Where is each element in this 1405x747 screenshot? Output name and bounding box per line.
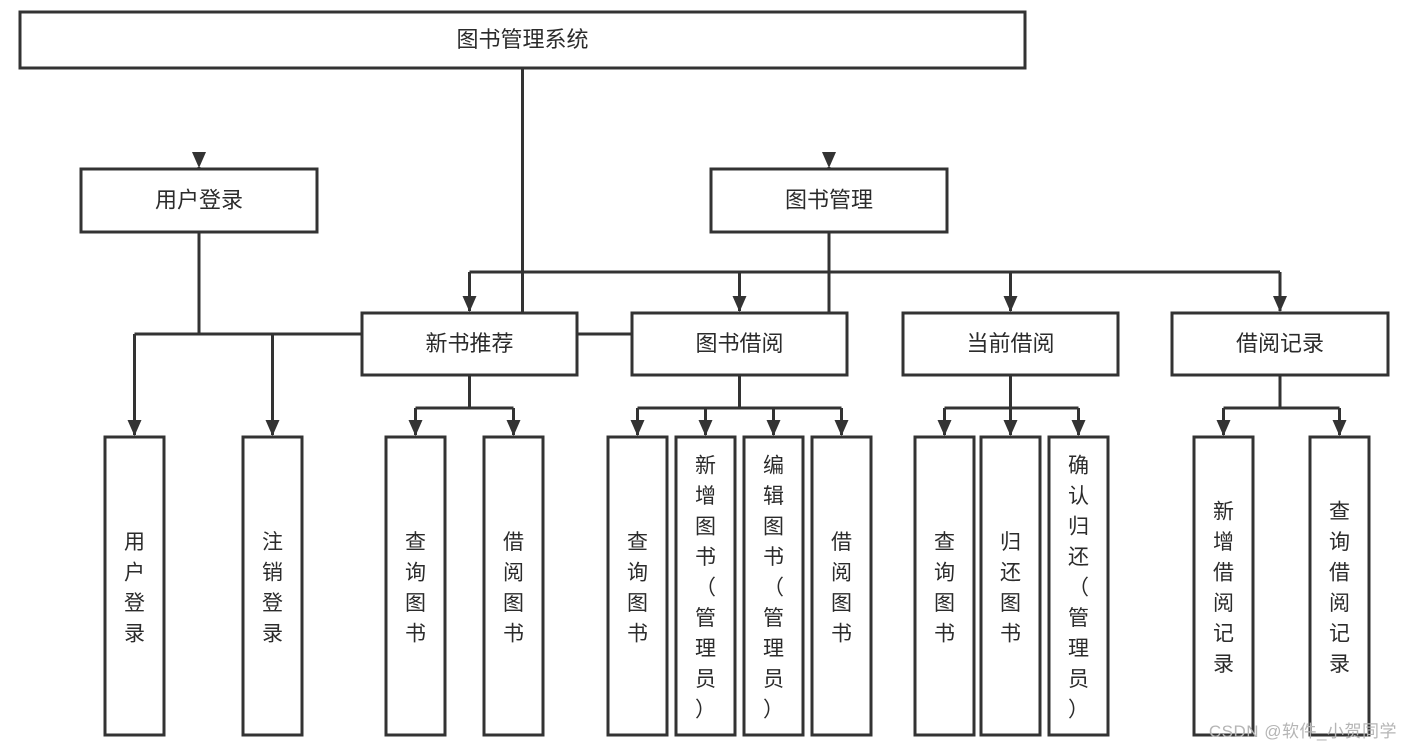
node-label: 新增图书（管理员） xyxy=(695,455,716,722)
node-new-book-recommend[interactable]: 新书推荐 xyxy=(360,311,579,377)
arrow-head-icon xyxy=(1003,420,1018,436)
node-label: 新书推荐 xyxy=(425,331,513,356)
node-borrow-query-book[interactable]: 查询图书 xyxy=(606,435,669,737)
node-box xyxy=(103,435,166,737)
node-box xyxy=(384,435,447,737)
node-box xyxy=(742,435,805,737)
node-label: 图书借阅 xyxy=(695,331,783,356)
node-borrow-record[interactable]: 借阅记录 xyxy=(1170,311,1390,377)
node-user-login-leaf[interactable]: 用户登录 xyxy=(103,435,166,737)
arrow-head-icon xyxy=(506,420,521,436)
node-label: 用户登录 xyxy=(124,531,145,646)
arrow-head-icon xyxy=(1332,420,1347,436)
node-recommend-query-book[interactable]: 查询图书 xyxy=(384,435,447,737)
node-label: 新增借阅记录 xyxy=(1213,500,1234,676)
node-current-return-book[interactable]: 归还图书 xyxy=(979,435,1042,737)
node-box xyxy=(630,311,849,377)
node-current-confirm-return[interactable]: 确认归还（管理员） xyxy=(1047,435,1110,737)
node-box xyxy=(1308,435,1371,737)
arrow-head-icon xyxy=(822,152,836,168)
node-borrow-edit-book[interactable]: 编辑图书（管理员） xyxy=(742,435,805,737)
node-label: 查询图书 xyxy=(405,531,426,646)
node-record-add[interactable]: 新增借阅记录 xyxy=(1192,435,1255,737)
node-box xyxy=(901,311,1120,377)
node-current-query-book[interactable]: 查询图书 xyxy=(913,435,976,737)
arrow-head-icon xyxy=(127,420,142,436)
arrow-head-icon xyxy=(1273,296,1287,312)
node-box xyxy=(979,435,1042,737)
arrow-head-icon xyxy=(1216,420,1231,436)
arrow-head-icon xyxy=(732,296,747,312)
arrow-head-icon xyxy=(834,420,849,436)
node-user-logout-leaf[interactable]: 注销登录 xyxy=(241,435,304,737)
node-label: 当前借阅 xyxy=(966,331,1054,356)
arrow-head-icon xyxy=(630,420,645,436)
connector-layer xyxy=(127,68,1347,436)
node-label: 查询图书 xyxy=(934,531,955,646)
node-user-login[interactable]: 用户登录 xyxy=(79,167,319,234)
node-box xyxy=(1047,435,1110,737)
node-label: 编辑图书（管理员） xyxy=(763,455,784,722)
node-label: 查询图书 xyxy=(627,531,648,646)
node-root[interactable]: 图书管理系统 xyxy=(18,10,1027,70)
node-label: 借阅图书 xyxy=(831,531,852,646)
node-box xyxy=(18,10,1027,70)
arrow-head-icon xyxy=(192,152,206,168)
node-box xyxy=(1170,311,1390,377)
arrow-head-icon xyxy=(698,420,713,436)
node-box xyxy=(360,311,579,377)
node-box xyxy=(606,435,669,737)
node-record-query[interactable]: 查询借阅记录 xyxy=(1308,435,1371,737)
node-book-manage[interactable]: 图书管理 xyxy=(709,167,949,234)
node-label: 图书管理系统 xyxy=(456,27,588,52)
node-box xyxy=(709,167,949,234)
arrow-head-icon xyxy=(1003,296,1018,312)
node-box xyxy=(810,435,873,737)
node-label: 借阅图书 xyxy=(503,531,524,646)
node-label: 图书管理 xyxy=(785,187,873,212)
node-label: 用户登录 xyxy=(155,187,243,212)
arrow-head-icon xyxy=(265,420,280,436)
node-borrow-add-book[interactable]: 新增图书（管理员） xyxy=(674,435,737,737)
node-current-borrow[interactable]: 当前借阅 xyxy=(901,311,1120,377)
arrow-head-icon xyxy=(1071,420,1086,436)
node-label: 确认归还（管理员） xyxy=(1068,455,1089,722)
node-recommend-borrow-book[interactable]: 借阅图书 xyxy=(482,435,545,737)
node-box xyxy=(913,435,976,737)
node-borrow-borrow-book[interactable]: 借阅图书 xyxy=(810,435,873,737)
node-book-borrow[interactable]: 图书借阅 xyxy=(630,311,849,377)
node-box xyxy=(674,435,737,737)
node-box xyxy=(482,435,545,737)
arrow-head-icon xyxy=(766,420,781,436)
node-label: 查询借阅记录 xyxy=(1329,500,1350,676)
node-box xyxy=(1192,435,1255,737)
arrow-head-icon xyxy=(408,420,423,436)
node-box xyxy=(241,435,304,737)
node-label: 归还图书 xyxy=(1000,531,1021,646)
node-layer: 图书管理系统用户登录用户登录注销登录图书管理新书推荐查询图书借阅图书图书借阅查询… xyxy=(18,10,1390,737)
node-box xyxy=(79,167,319,234)
node-label: 注销登录 xyxy=(262,531,283,646)
node-label: 借阅记录 xyxy=(1236,331,1324,356)
arrow-head-icon xyxy=(937,420,952,436)
arrow-head-icon xyxy=(462,296,477,312)
